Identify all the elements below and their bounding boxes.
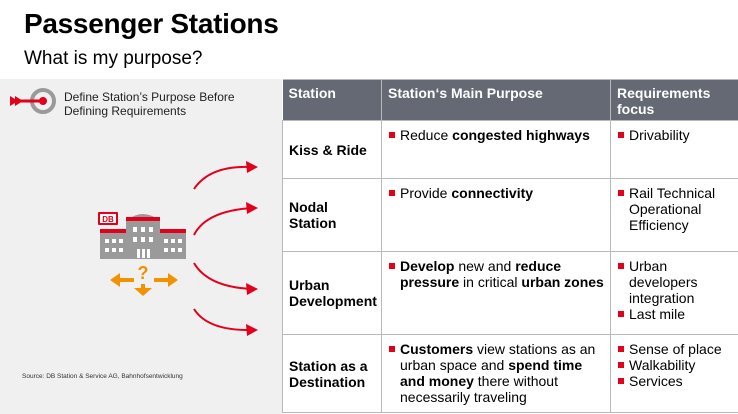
bold-phrase: spend time and money: [400, 357, 583, 389]
header-station: Station: [282, 79, 382, 121]
page-title: Passenger Stations: [24, 8, 279, 39]
station-building-icon: DB ?: [98, 212, 186, 296]
requirements-cell: Drivability: [610, 120, 738, 179]
text-phrase: in critical: [459, 274, 522, 290]
text-phrase: Provide: [400, 185, 452, 201]
main-purpose-cell: Provide connectivity: [381, 178, 611, 252]
left-panel: Define Station’s Purpose Before Defining…: [0, 79, 282, 414]
table-row: Nodal Station Provide connectivity Rail Te…: [282, 178, 738, 252]
db-logo-text: DB: [102, 215, 114, 224]
text-phrase: new and: [454, 258, 516, 274]
purpose-bullet: Customers view stations as an urban spac…: [388, 341, 604, 405]
source-note: Source: DB Station & Service AG, Bahnhof…: [22, 373, 183, 380]
svg-text:?: ?: [138, 263, 149, 283]
main-purpose-cell: Customers view stations as an urban spac…: [381, 334, 611, 413]
target-arrow-icon: [10, 88, 56, 114]
station-purpose-table: Station Station‘s Main Purpose Requireme…: [282, 79, 738, 413]
header-requirements-focus: Requirements focus: [610, 79, 738, 121]
station-name-cell: Urban Development: [282, 251, 382, 335]
station-name-cell: Kiss & Ride: [282, 120, 382, 179]
requirement-bullet: Rail Technical Operational Efficiency: [617, 185, 732, 233]
purpose-bullet: Develop new and reduce pressure in criti…: [388, 258, 604, 290]
requirement-bullet: Drivability: [617, 127, 732, 143]
purpose-arrows: [193, 161, 258, 336]
main-purpose-cell: Develop new and reduce pressure in criti…: [381, 251, 611, 335]
station-name-cell: Nodal Station: [282, 178, 382, 252]
purpose-bullet: Provide connectivity: [388, 185, 604, 201]
bold-phrase: Customers: [400, 341, 474, 357]
requirement-bullet: Services: [617, 373, 732, 389]
main-purpose-cell: Reduce congested highways: [381, 120, 611, 179]
table-header-row: Station Station‘s Main Purpose Requireme…: [282, 79, 738, 121]
text-phrase: Reduce: [400, 127, 453, 143]
bold-phrase: urban zones: [521, 274, 604, 290]
requirement-bullet: Urban developers integration: [617, 258, 732, 306]
requirement-bullet: Sense of place: [617, 341, 732, 357]
text-phrase: view stations as an urban space and: [400, 341, 596, 373]
bold-phrase: reduce pressure: [400, 258, 562, 290]
purpose-callout: Define Station’s Purpose Before Defining…: [64, 90, 235, 118]
bold-phrase: congested highways: [452, 127, 590, 143]
bold-phrase: connectivity: [451, 185, 534, 201]
requirement-bullet: Walkability: [617, 357, 732, 373]
table-row: Kiss & Ride Reduce congested highways Driv…: [282, 120, 738, 179]
bold-phrase: Develop: [400, 258, 455, 274]
page-subtitle: What is my purpose?: [24, 48, 203, 69]
text-phrase: there without necessarily traveling: [400, 373, 558, 405]
header-main-purpose: Station‘s Main Purpose: [381, 79, 611, 121]
purpose-bullet: Reduce congested highways: [388, 127, 604, 143]
station-name-cell: Station as a Destination: [282, 334, 382, 413]
requirement-bullet: Last mile: [617, 306, 732, 322]
requirements-cell: Rail Technical Operational Efficiency: [610, 178, 738, 252]
